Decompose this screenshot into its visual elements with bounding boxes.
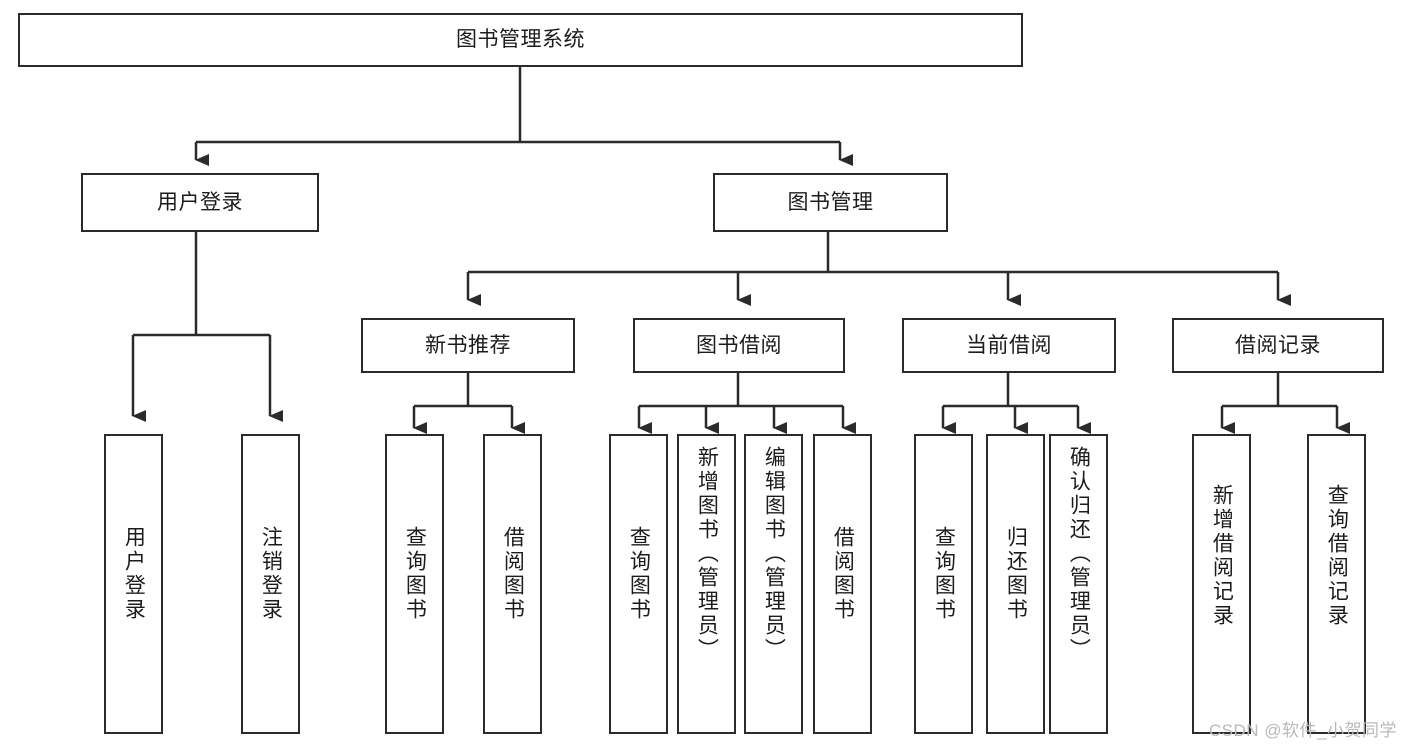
- node-current-borrow-label: 当前借阅: [966, 333, 1052, 357]
- node-leaf-query-borrow-record-label: 查询借阅记录: [1325, 484, 1349, 628]
- node-leaf-query-book-1-label: 查询图书: [403, 526, 427, 622]
- node-leaf-edit-book-admin[interactable]: 编辑图书（管理员）: [744, 434, 803, 734]
- node-leaf-user-login[interactable]: 用户登录: [104, 434, 163, 734]
- node-leaf-add-book-admin[interactable]: 新增图书（管理员）: [677, 434, 736, 734]
- node-leaf-logout[interactable]: 注销登录: [241, 434, 300, 734]
- node-leaf-query-borrow-record[interactable]: 查询借阅记录: [1307, 434, 1366, 734]
- node-new-book-recommend-label: 新书推荐: [425, 333, 511, 357]
- node-leaf-return-book[interactable]: 归还图书: [986, 434, 1045, 734]
- node-book-borrow[interactable]: 图书借阅: [633, 318, 845, 373]
- node-leaf-add-borrow-record[interactable]: 新增借阅记录: [1192, 434, 1251, 734]
- node-leaf-confirm-return-admin[interactable]: 确认归还（管理员）: [1049, 434, 1108, 734]
- node-leaf-edit-book-admin-label: 编辑图书（管理员）: [762, 446, 786, 662]
- node-leaf-borrow-book-1[interactable]: 借阅图书: [483, 434, 542, 734]
- node-user-login-label: 用户登录: [157, 190, 243, 214]
- node-root-label: 图书管理系统: [456, 28, 585, 52]
- node-leaf-user-login-label: 用户登录: [122, 526, 146, 622]
- csdn-watermark: CSDN @软件_小贺同学: [1208, 721, 1397, 740]
- node-current-borrow[interactable]: 当前借阅: [902, 318, 1116, 373]
- node-borrow-records-label: 借阅记录: [1235, 333, 1321, 357]
- node-leaf-query-book-2[interactable]: 查询图书: [609, 434, 668, 734]
- node-borrow-records[interactable]: 借阅记录: [1172, 318, 1384, 373]
- node-leaf-query-book-3[interactable]: 查询图书: [914, 434, 973, 734]
- node-leaf-query-book-2-label: 查询图书: [627, 526, 651, 622]
- node-leaf-add-book-admin-label: 新增图书（管理员）: [695, 446, 719, 662]
- node-leaf-borrow-book-2-label: 借阅图书: [831, 526, 855, 622]
- node-leaf-query-book-1[interactable]: 查询图书: [385, 434, 444, 734]
- node-leaf-logout-label: 注销登录: [259, 526, 283, 622]
- node-book-management[interactable]: 图书管理: [713, 173, 948, 232]
- node-leaf-return-book-label: 归还图书: [1004, 526, 1028, 622]
- node-book-borrow-label: 图书借阅: [696, 333, 782, 357]
- node-leaf-query-book-3-label: 查询图书: [932, 526, 956, 622]
- node-leaf-confirm-return-admin-label: 确认归还（管理员）: [1067, 446, 1091, 662]
- node-user-login[interactable]: 用户登录: [81, 173, 319, 232]
- node-new-book-recommend[interactable]: 新书推荐: [361, 318, 575, 373]
- node-leaf-add-borrow-record-label: 新增借阅记录: [1210, 484, 1234, 628]
- node-leaf-borrow-book-2[interactable]: 借阅图书: [813, 434, 872, 734]
- node-leaf-borrow-book-1-label: 借阅图书: [501, 526, 525, 622]
- node-book-management-label: 图书管理: [787, 190, 874, 214]
- node-root[interactable]: 图书管理系统: [18, 13, 1023, 67]
